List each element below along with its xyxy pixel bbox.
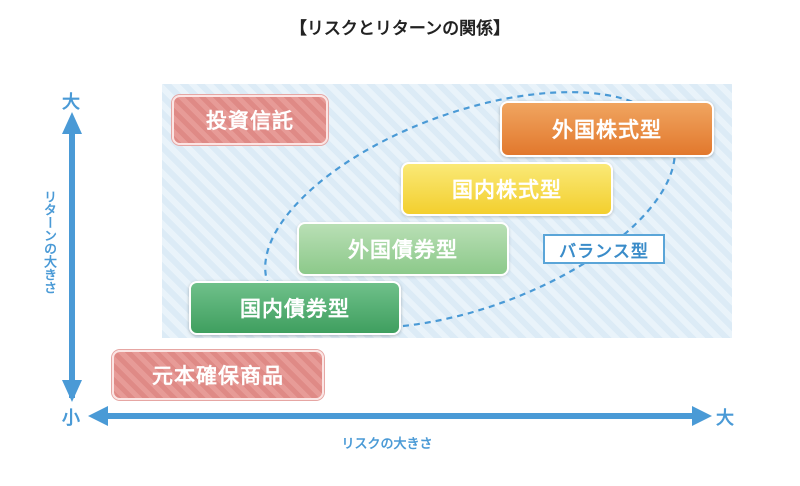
y-axis-high-label: 大 (62, 92, 80, 113)
x-axis-high-label: 大 (716, 408, 734, 429)
page-title: 【リスクとリターンの関係】 (289, 19, 511, 39)
domestic-stock-box: 国内株式型 (401, 162, 613, 216)
foreign-stock-box: 外国株式型 (500, 101, 714, 157)
principal-guaranteed-box: 元本確保商品 (112, 350, 324, 400)
x-axis-title: リスクの大きさ (341, 437, 433, 452)
y-axis-title: リターンの大きさ (41, 190, 56, 294)
y-axis-arrow (62, 112, 82, 402)
origin-low-label: 小 (62, 408, 80, 429)
balance-label: バランス型 (543, 234, 665, 264)
foreign-bond-box: 外国債券型 (297, 222, 509, 276)
investment-trust-label: 投資信託 (172, 95, 328, 145)
domestic-bond-box: 国内債券型 (189, 281, 401, 335)
x-axis-arrow (88, 406, 712, 426)
